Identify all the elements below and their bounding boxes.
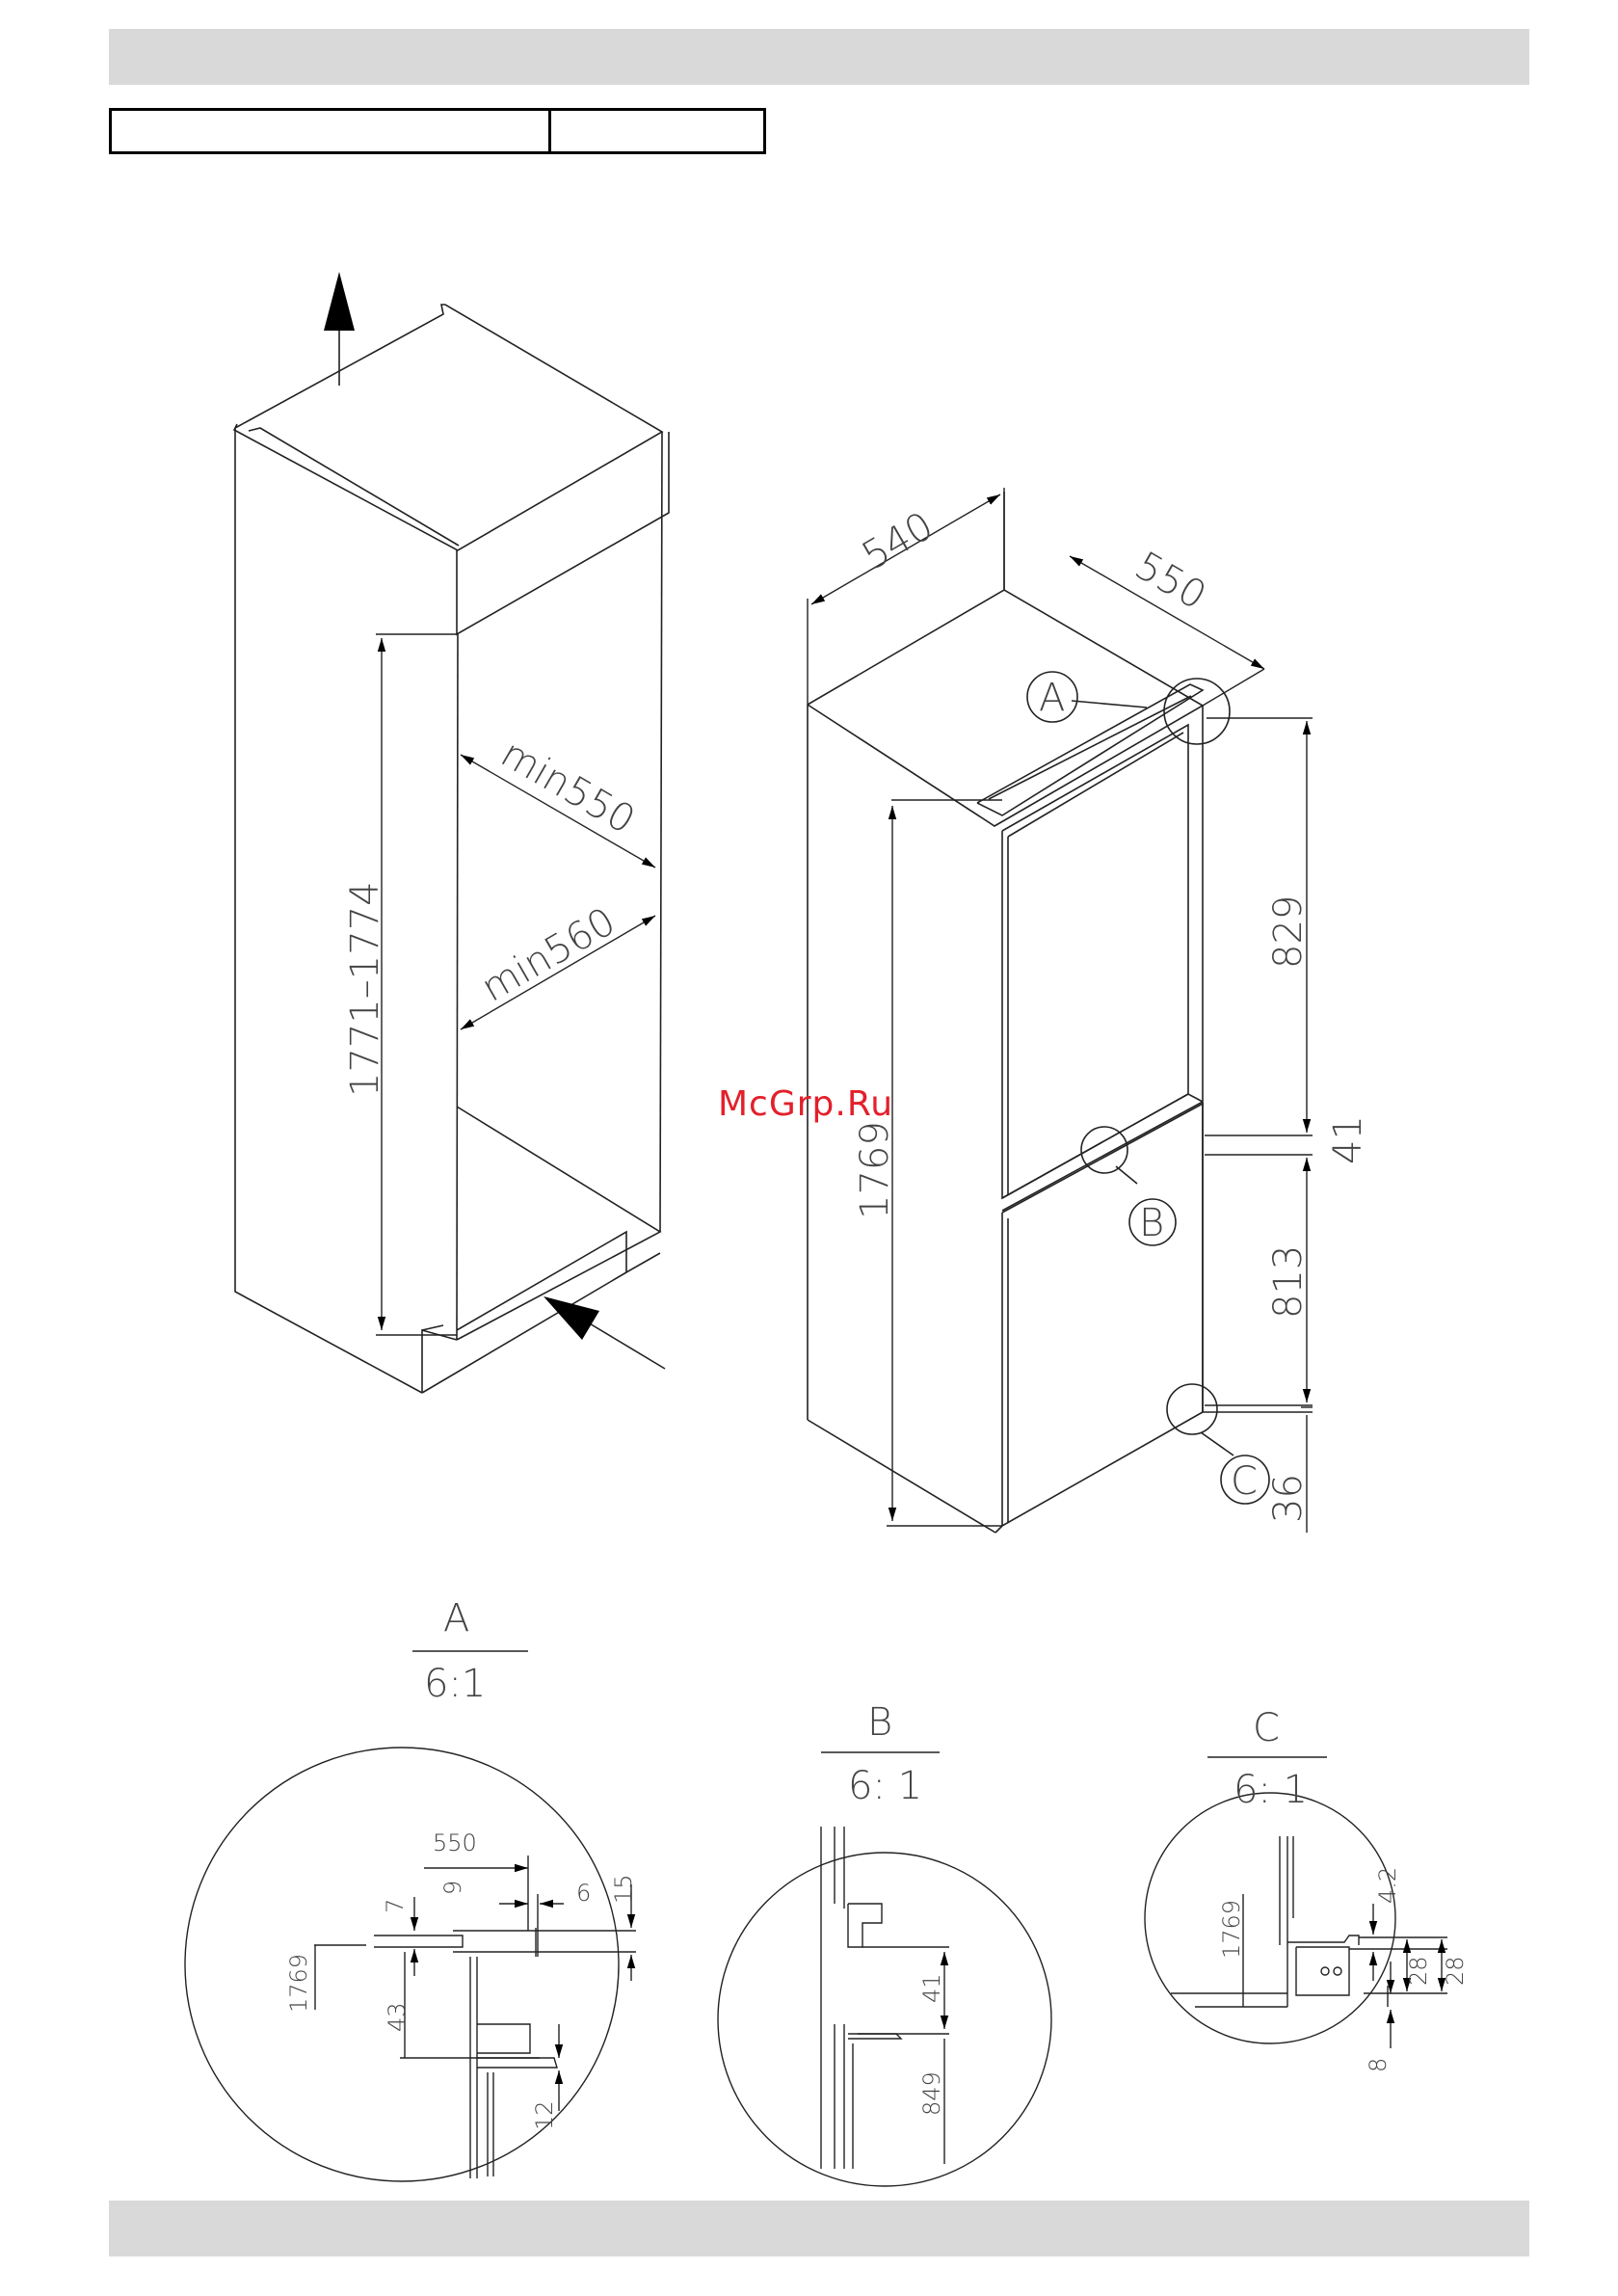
lower-door-label: 813 (1266, 1245, 1311, 1319)
detail-b-dim-849: 849 (918, 2071, 945, 2116)
callout-label-c: C (1231, 1459, 1258, 1504)
detail-a-dim-15: 15 (610, 1874, 637, 1904)
appliance-body (808, 492, 1269, 1533)
callout-label-a: A (1039, 676, 1065, 720)
detail-c-scale: 6: 1 (1233, 1768, 1308, 1812)
detail-a-dim-width: 550 (433, 1829, 477, 1856)
detail-a-dim-6: 6 (576, 1880, 591, 1907)
upper-door-label: 829 (1266, 895, 1311, 969)
niche-height-label: 1771–1774 (343, 881, 387, 1097)
detail-c-dim-1769: 1769 (1218, 1900, 1245, 1959)
detail-c-letter: C (1253, 1706, 1280, 1750)
detail-a-dim-7: 7 (382, 1899, 409, 1913)
gap-label: 41 (1326, 1115, 1370, 1164)
detail-a-dim-12: 12 (531, 2100, 558, 2130)
watermark: McGrp.Ru (718, 1084, 893, 1124)
appliance-width-label: 550 (1127, 544, 1213, 619)
appliance-dimensions (808, 488, 1313, 1533)
detail-b-scale: 6: 1 (848, 1764, 922, 1808)
appliance-height-label: 1769 (853, 1121, 897, 1219)
detail-c-dim-28-inner: 28 (1405, 1956, 1432, 1986)
callout-label-b: B (1139, 1201, 1164, 1245)
detail-a-dim-43: 43 (384, 2002, 411, 2032)
detail-a (185, 1651, 636, 2181)
detail-c-dim-28-outer: 28 (1442, 1956, 1469, 1986)
niche-min-depth-label: min560 (474, 899, 623, 1011)
detail-a-dim-9: 9 (439, 1881, 466, 1895)
appliance-depth-label: 540 (855, 504, 941, 579)
detail-b (718, 1752, 1051, 2186)
callout-circle-a (1164, 679, 1230, 744)
detail-a-letter: A (443, 1596, 469, 1641)
detail-a-dim-1769: 1769 (285, 1954, 312, 2013)
detail-c-dim-4-2: 4.2 (1374, 1867, 1401, 1904)
detail-c-dim-8: 8 (1365, 2058, 1392, 2072)
callout-circle-c (1167, 1384, 1217, 1434)
detail-b-letter: B (867, 1700, 892, 1745)
detail-b-dim-41: 41 (918, 1973, 945, 2003)
bottom-label: 36 (1266, 1474, 1311, 1523)
airflow-in-arrow (544, 1296, 599, 1340)
airflow-up-arrow (324, 272, 355, 331)
detail-a-scale: 6:1 (424, 1662, 486, 1706)
